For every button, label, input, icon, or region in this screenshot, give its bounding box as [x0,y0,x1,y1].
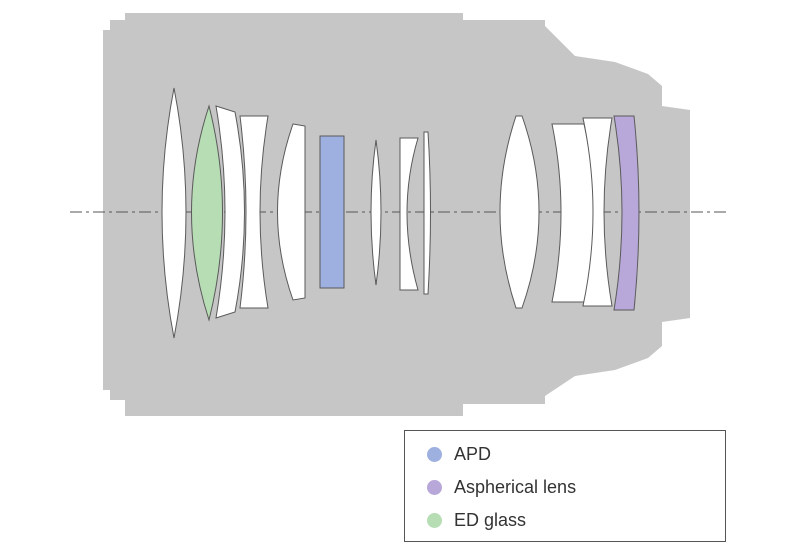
lens-element-8 [399,137,419,291]
legend: APD Aspherical lens ED glass [404,430,726,542]
legend-label-ed-glass: ED glass [454,509,527,530]
legend-item-ed-glass: ED glass [427,507,526,533]
legend-item-aspherical: Aspherical lens [427,474,576,500]
ed-glass-color-dot [427,512,442,528]
lens-element-5 [277,123,306,301]
lens-barrel [103,13,690,416]
lens-element-7 [370,139,382,286]
legend-item-apd: APD [427,441,491,467]
lens-element-10 [499,115,540,309]
lens-element-9 [423,131,431,295]
aspherical-color-dot [427,479,442,495]
ed-glass-lens-element [191,104,223,322]
legend-label-aspherical: Aspherical lens [454,476,577,497]
lens-construction-diagram [70,13,728,416]
lens-element-4 [239,115,269,309]
apd-lens-element [319,135,345,289]
lens-element-12 [582,117,613,307]
front-lens-element [161,87,187,339]
lens-element-3 [215,105,245,319]
apd-color-dot [427,446,442,462]
aspherical-lens-element [613,115,640,311]
legend-label-apd: APD [454,443,492,464]
